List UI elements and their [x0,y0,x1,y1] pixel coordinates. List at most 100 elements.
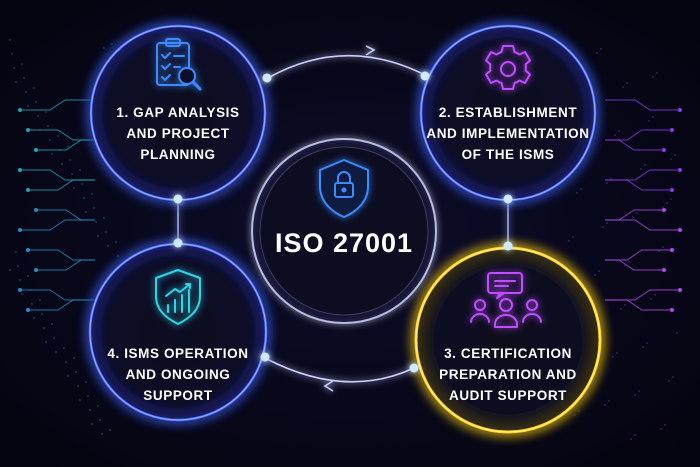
center-ring [251,138,437,324]
circuit-speckle [67,375,69,377]
circuit-speckle [105,231,107,233]
circuit-speckle [67,145,69,147]
circuit-speckle [580,188,582,190]
circuit-speckle [630,438,632,440]
circuit-speckle [91,193,93,195]
gear-icon [485,45,531,90]
circuit-trace [605,179,672,191]
circuit-trace [28,129,95,141]
arrow-head-bottom [323,380,334,392]
circuit-speckle [101,433,103,435]
circuit-speckle [596,92,598,94]
circuit-speckle [644,164,646,166]
node-step3-left [409,363,419,373]
node-step3-top [503,241,513,251]
circuit-speckle [634,434,636,436]
circuit-speckle [648,120,650,122]
circuit-speckle [622,86,624,88]
circuit-trace [28,179,95,191]
circuit-dot [678,288,682,292]
circuit-speckle [17,265,19,267]
circuit-speckle [27,275,29,277]
circuit-speckle [672,376,674,378]
circuit-speckle [642,346,644,348]
circuit-speckle [73,187,75,189]
circuit-speckle [652,76,654,78]
node-step2-bottom [503,194,513,204]
circuit-speckle [624,304,626,306]
circuit-trace [20,219,95,231]
circuit-speckle [21,293,23,295]
circuit-dot [18,108,22,112]
circuit-speckle [77,385,79,387]
node-step1-bottom [173,194,183,204]
circuit-speckle [13,67,15,69]
circuit-speckle [103,47,105,49]
circuit-speckle [640,168,642,170]
step-4-label: 4. ISMS OPERATION AND ONGOING SUPPORT [107,346,249,403]
circuit-speckle [626,82,628,84]
circuit-speckle [632,216,634,218]
circuit-speckle [638,390,640,392]
circuit-speckle [95,221,97,223]
circuit-speckle [21,63,23,65]
circuit-speckle [606,182,608,184]
center-title: ISO 27001 [274,228,414,258]
circuit-speckle [612,356,614,358]
circuit-speckle [83,197,85,199]
circuit-speckle [594,274,596,276]
circuit-speckle [658,250,660,252]
circuit-speckle [11,53,13,55]
circuit-speckle [39,299,41,301]
circuit-speckle [97,405,99,407]
circuit-speckle [57,135,59,137]
circuit-speckle [598,270,600,272]
circuit-speckle [9,39,11,41]
circuit-speckle [610,178,612,180]
circuit-speckle [568,240,570,242]
circuit-speckle [53,337,55,339]
circuit-speckle [29,289,31,291]
circuit-speckle [31,303,33,305]
circuit-dot [670,308,674,312]
circuit-dot [18,168,22,172]
circuit-speckle [111,43,113,45]
step-2-label: 2. ESTABLISHMENT AND IMPLEMENTATION OF T… [426,105,590,162]
circuit-dot [662,208,666,212]
circuit-speckle [85,211,87,213]
circuit-speckle [45,111,47,113]
circuit-trace [605,139,664,151]
circuit-trace [605,209,664,221]
circuit-speckle [654,294,656,296]
node-step1-right [262,73,272,83]
circuit-dot [670,128,674,132]
circuit-speckle [664,424,666,426]
circuit-speckle [47,125,49,127]
circuit-speckle [606,222,608,224]
circuit-speckle [63,347,65,349]
circuit-speckle [646,342,648,344]
circuit-speckle [604,404,606,406]
circuit-dot [34,208,38,212]
circuit-dot [670,248,674,252]
circuit-speckle [107,245,109,247]
circuit-dot [26,248,30,252]
circuit-speckle [93,207,95,209]
circuit-speckle [574,414,576,416]
circuit-speckle [87,395,89,397]
circuit-speckle [109,429,111,431]
circuit-speckle [15,81,17,83]
circuit-speckle [73,357,75,359]
circuit-dot [26,188,30,192]
circuit-speckle [620,308,622,310]
step-1-label: 1. GAP ANALYSIS AND PROJECT PLANNING [116,105,240,162]
circuit-speckle [37,115,39,117]
circuit-trace [20,99,95,111]
circuit-dot [26,308,30,312]
circuit-speckle [624,264,626,266]
circuit-trace [20,289,95,301]
circuit-background [9,39,682,440]
side-connectors [177,197,509,246]
circuit-speckle [660,428,662,430]
